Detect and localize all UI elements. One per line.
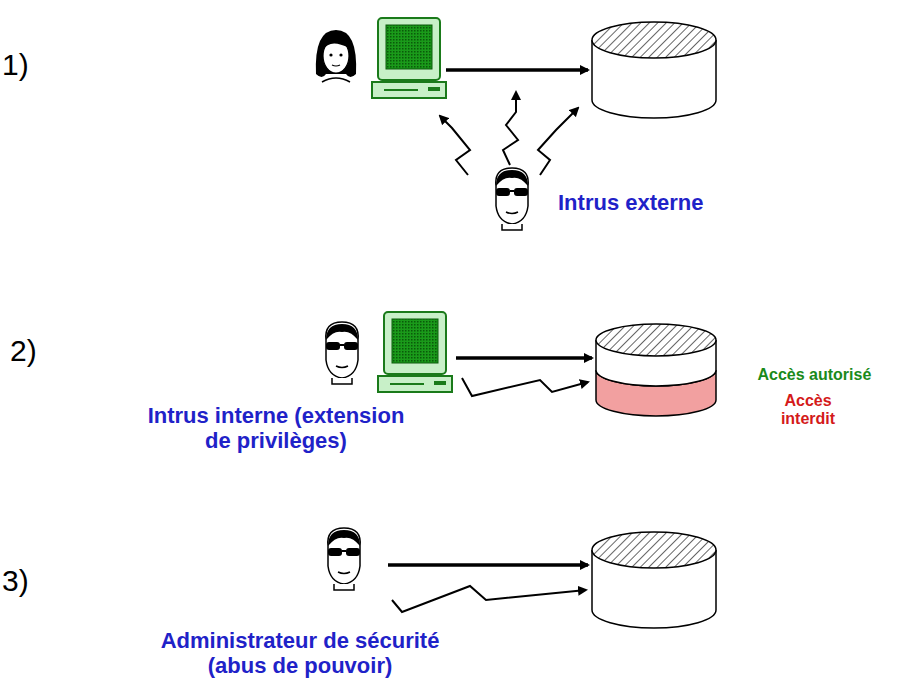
callout-number: 3) bbox=[2, 564, 32, 599]
actor-label: Intrus interne (extension de privilèges) bbox=[146, 403, 407, 454]
actor-label: Intrus externe bbox=[558, 190, 707, 215]
actor-label: Administrateur de sécurité (abus de pouv… bbox=[159, 628, 441, 679]
callout-number: 1) bbox=[2, 48, 32, 83]
access-label: Accès autorisé bbox=[758, 366, 875, 384]
access-label: Accès interdit bbox=[779, 392, 837, 429]
callout-number: 2) bbox=[10, 334, 40, 369]
